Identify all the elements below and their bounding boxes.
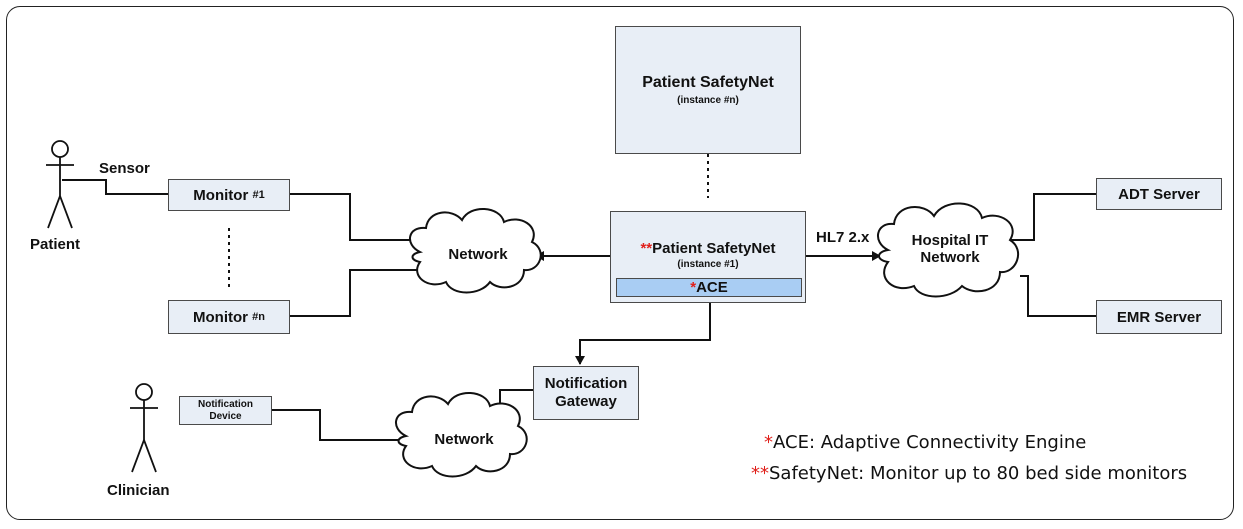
- safetynet-hospital-link: [795, 251, 881, 278]
- patient-label: Patient: [30, 236, 81, 253]
- network-cloud-bottom: [395, 391, 528, 478]
- safetynet-1-title: Patient SafetyNet: [652, 240, 776, 257]
- safetynet-gateway-link: [575, 302, 711, 365]
- hl7-label: HL7 2.x: [816, 229, 870, 246]
- network-top-label: Network: [448, 246, 508, 263]
- safetynet-n-instance: (instance #n): [677, 95, 739, 106]
- hospital-it-cloud: [877, 202, 1020, 298]
- monitor-n: Monitor #n: [168, 300, 290, 334]
- safetynet-1-instance: (instance #1): [677, 259, 739, 270]
- hospital-emr-link: [1020, 275, 1096, 317]
- network-cloud-top: [409, 207, 542, 294]
- clinician-figure: [130, 383, 158, 473]
- adt-server: ADT Server: [1096, 178, 1222, 210]
- legend-ace-text: ACE: Adaptive Connectivity Engine: [773, 432, 1087, 453]
- monitor-1: Monitor #1: [168, 179, 290, 211]
- emr-server-label: EMR Server: [1116, 308, 1202, 326]
- legend-safetynet-text: SafetyNet: Monitor up to 80 bed side mon…: [769, 463, 1188, 484]
- adt-server-label: ADT Server: [1118, 185, 1200, 203]
- hospital-adt-link: [1000, 193, 1096, 241]
- legend-ace-star: *: [764, 432, 773, 453]
- monitor-1-name: Monitor: [193, 186, 249, 204]
- device-network-link: [272, 409, 404, 441]
- legend-safetynet-star: **: [751, 463, 769, 484]
- monitor-1-suffix: #1: [252, 189, 265, 201]
- monitorn-network-link: [290, 269, 418, 317]
- safetynet-n-title: Patient SafetyNet: [642, 74, 774, 91]
- diagram-frame: [6, 6, 1234, 520]
- notification-gateway-label: Notification Gateway: [544, 375, 628, 410]
- monitor-n-name: Monitor: [193, 308, 248, 326]
- sensor-link: [62, 179, 168, 195]
- ace-label: ACE: [696, 279, 728, 296]
- safetynet-instance-n: Patient SafetyNet (instance #n): [615, 26, 801, 154]
- sensor-label: Sensor: [99, 160, 150, 177]
- emr-server: EMR Server: [1096, 300, 1222, 334]
- hospital-it-label: Hospital IT Network: [911, 232, 989, 267]
- clinician-label: Clinician: [107, 482, 170, 499]
- notification-gateway: Notification Gateway: [533, 366, 639, 420]
- legend-safetynet: **SafetyNet: Monitor up to 80 bed side m…: [751, 463, 1187, 484]
- notification-device: Notification Device: [179, 396, 272, 425]
- notification-device-label: Notification Device: [198, 399, 253, 422]
- legend-ace: *ACE: Adaptive Connectivity Engine: [764, 432, 1086, 453]
- safetynet-1-title-row: **Patient SafetyNet: [640, 240, 775, 257]
- ace-star: *: [690, 279, 697, 296]
- patient-figure: [46, 140, 74, 229]
- safetynet-stars: **: [640, 240, 653, 257]
- monitor-n-suffix: #n: [252, 311, 265, 323]
- network-bottom-label: Network: [434, 431, 494, 448]
- monitor1-network-link: [290, 193, 418, 241]
- ace-bar: *ACE: [616, 278, 802, 297]
